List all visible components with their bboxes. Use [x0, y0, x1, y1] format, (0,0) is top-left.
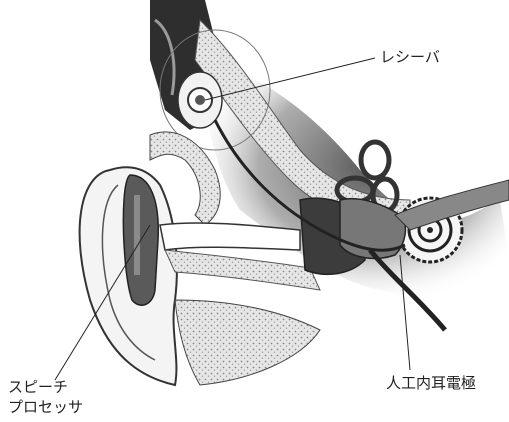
- speech-processor-label-line1: スピーチ: [8, 378, 68, 396]
- canal-wall-lower: [165, 250, 320, 290]
- semicircular-canal-1: [361, 142, 389, 178]
- cochlea-core: [427, 227, 433, 233]
- cochlear-electrode-label: 人工内耳電極: [386, 374, 476, 392]
- lower-tissue: [175, 300, 320, 385]
- receiver-label: レシーバ: [380, 48, 440, 66]
- speech-processor-label-line2: プロセッサ: [8, 398, 83, 416]
- receiver-center: [195, 95, 205, 105]
- speech-processor-highlight: [134, 195, 140, 275]
